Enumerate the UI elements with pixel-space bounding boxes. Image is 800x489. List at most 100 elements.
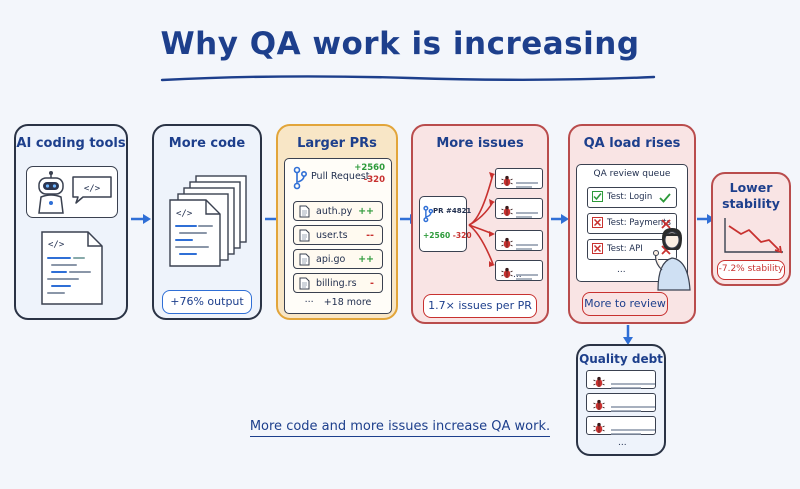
file-diff: ++ <box>358 254 374 265</box>
code-document-icon: </> <box>41 231 103 305</box>
checkbox-failed-icon <box>592 243 603 261</box>
pr-deletions: -320 <box>363 175 385 185</box>
file-name: user.ts <box>316 230 348 241</box>
panel-title-more-code: More code <box>168 136 246 151</box>
svg-text:</>: </> <box>176 209 193 219</box>
stability-badge: -7.2% stability <box>717 260 785 280</box>
file-icon <box>299 205 310 218</box>
fanout-arrows <box>468 172 495 267</box>
issue-lines <box>516 204 538 223</box>
panel-more-code: More code </> +76% output <box>152 124 262 320</box>
caption: More code and more issues increase QA wo… <box>0 419 800 437</box>
robot-icon <box>38 171 64 214</box>
git-branch-icon <box>293 166 308 190</box>
arrow-4 <box>551 214 569 224</box>
svg-text:</>: </> <box>48 240 65 250</box>
issue-item <box>495 168 543 189</box>
pr-additions: +2560 <box>354 163 385 173</box>
panel-more-issues: More issues PR #4821 +2560 -320 ... 1.7× <box>411 124 549 324</box>
panel-ai-coding-tools: AI coding tools </> </> <box>14 124 128 320</box>
declining-chart-icon <box>724 218 783 254</box>
panel-title-stability-line1: Lower <box>729 180 773 195</box>
panel-larger-prs: Larger PRs Pull Request +2560 -320 auth.… <box>276 124 398 320</box>
issues-per-pr-badge: 1.7× issues per PR <box>423 294 537 318</box>
reviewer-person-icon <box>653 228 691 291</box>
issue-lines <box>516 174 538 193</box>
issue-lines <box>516 236 538 255</box>
file-name: billing.rs <box>316 278 357 289</box>
test-label: Test: Login <box>607 192 653 202</box>
issue-item <box>495 230 543 251</box>
pr-number: PR #4821 <box>433 207 472 215</box>
test-label: Test: API <box>607 244 643 254</box>
test-label: Test: Payments <box>607 218 671 228</box>
bug-icon <box>501 172 513 191</box>
debt-item <box>586 393 656 412</box>
diagram-title: Why QA work is increasing <box>160 26 640 62</box>
more-files-count: +18 more <box>323 297 372 308</box>
panel-title-larger-prs: Larger PRs <box>297 136 377 151</box>
git-branch-icon <box>423 205 434 223</box>
pr-card: PR #4821 +2560 -320 <box>419 196 472 252</box>
debt-lines <box>611 375 655 394</box>
file-diff: ++ <box>358 206 374 217</box>
panel-title-quality-debt: Quality debt <box>579 352 663 366</box>
file-row[interactable]: auth.py ++ <box>293 201 383 221</box>
debt-item <box>586 416 656 435</box>
file-row[interactable]: billing.rs - <box>293 273 383 293</box>
test-row[interactable]: Test: API <box>587 239 677 260</box>
debt-lines <box>611 398 655 417</box>
code-bubble-icon: </> <box>72 176 112 204</box>
debt-ellipsis: ... <box>618 438 627 448</box>
bug-icon <box>593 396 605 415</box>
robot-card: </> <box>26 166 118 218</box>
x-icon <box>661 218 671 236</box>
bug-icon <box>501 202 513 221</box>
issue-item <box>495 198 543 219</box>
panel-lower-stability: Lower stability -7.2% stability <box>711 172 791 286</box>
file-icon <box>299 229 310 242</box>
panel-title-ai-tools: AI coding tools <box>16 136 126 151</box>
file-name: auth.py <box>316 206 353 217</box>
bug-icon <box>501 264 513 283</box>
bug-icon <box>593 419 605 438</box>
file-icon <box>299 253 310 266</box>
more-files-label: ··· +18 more <box>285 297 391 308</box>
panel-title-more-issues: More issues <box>436 136 524 151</box>
debt-item <box>586 370 656 389</box>
pr-additions: +2560 <box>423 231 451 240</box>
ellipsis: ··· <box>304 297 314 308</box>
check-icon <box>659 192 671 210</box>
arrow-1 <box>131 214 151 224</box>
file-icon <box>299 277 310 290</box>
more-to-review-badge: More to review <box>582 292 668 316</box>
panel-title-qa-load: QA load rises <box>583 136 681 151</box>
issue-item <box>495 260 543 281</box>
file-row[interactable]: api.go ++ <box>293 249 383 269</box>
pr-deletions: -320 <box>452 231 472 240</box>
checkbox-failed-icon <box>592 217 603 235</box>
debt-lines <box>611 421 655 440</box>
caption-text: More code and more issues increase QA wo… <box>249 419 551 437</box>
file-row[interactable]: user.ts -- <box>293 225 383 245</box>
stacked-files-icon: </> <box>169 175 247 267</box>
bug-icon <box>593 373 605 392</box>
pull-request-card: Pull Request +2560 -320 auth.py ++ user.ts… <box>284 158 392 314</box>
panel-qa-load-rises: QA load rises QA review queue Test: Logi… <box>568 124 696 324</box>
checkbox-checked-icon <box>592 191 603 209</box>
file-diff: -- <box>366 230 374 241</box>
issue-lines <box>516 266 538 285</box>
test-row[interactable]: Test: Login <box>587 187 677 208</box>
output-badge: +76% output <box>162 290 252 314</box>
panel-quality-debt: Quality debt ... <box>576 344 666 456</box>
svg-text:</>: </> <box>84 184 101 194</box>
queue-title: QA review queue <box>593 169 671 179</box>
panel-title-stability-line2: stability <box>722 196 780 211</box>
pr-label: Pull Request <box>311 171 370 182</box>
issues-ellipsis: ... <box>513 270 522 280</box>
file-name: api.go <box>316 254 346 265</box>
arrow-down-quality-debt <box>623 325 633 345</box>
test-row[interactable]: Test: Payments <box>587 213 677 234</box>
file-diff: - <box>370 278 374 289</box>
